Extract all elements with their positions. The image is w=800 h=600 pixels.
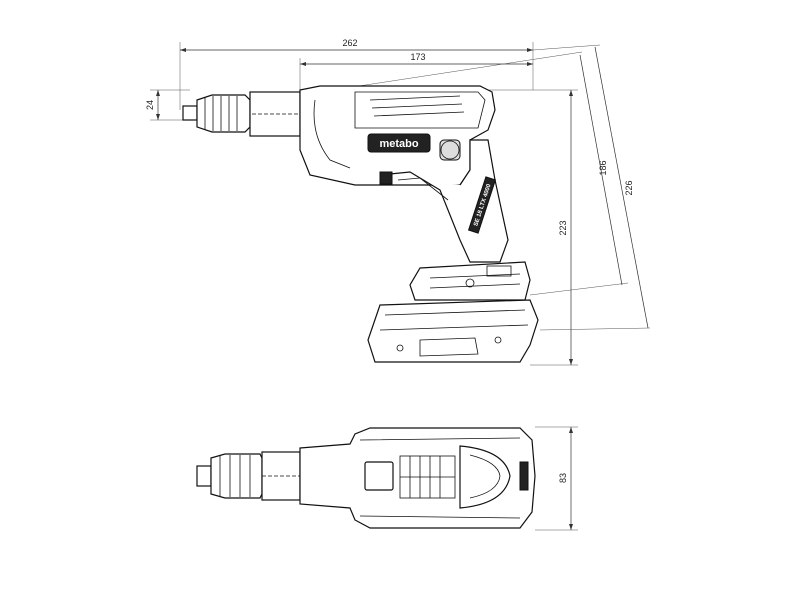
dim-body-length-label: 173 [410,52,425,62]
dim-height: 223 [480,89,578,366]
dim-width: 83 [535,426,578,531]
nosepiece-top [196,451,301,501]
dim-body-length: 173 [299,52,533,95]
body-top [299,427,536,529]
nosepiece [182,91,301,137]
battery-pack [367,299,539,363]
side-view: 262 173 24 223 [145,38,651,366]
brand-logo: metabo [379,138,418,150]
top-view: 83 [196,426,578,531]
dim-overall-diagonal-label: 226 [624,180,634,195]
dim-height-label: 223 [558,220,568,235]
dim-width-label: 83 [558,473,568,483]
dim-chuck-height-label: 24 [145,100,155,110]
dim-overall-length-label: 262 [342,38,357,48]
dim-chuck-height: 24 [145,89,190,121]
dim-overall-diagonal: 226 [532,44,651,331]
handle: SE 18 LTX 4000 [379,139,509,263]
motor-housing: metabo [299,85,496,186]
battery-mount [409,261,531,301]
dim-height-diagonal-label: 186 [598,160,608,175]
